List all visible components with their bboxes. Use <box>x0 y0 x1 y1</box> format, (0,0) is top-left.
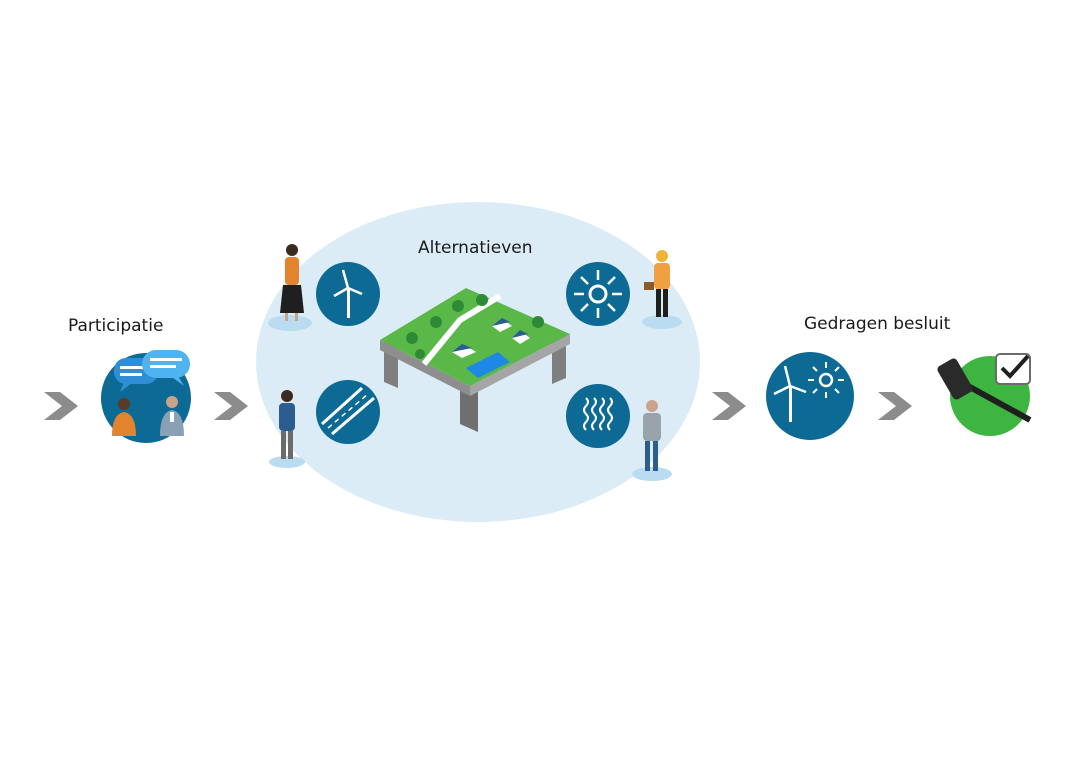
person-figure <box>269 390 305 468</box>
person-figure <box>268 244 312 331</box>
chevron-icon <box>44 392 78 420</box>
label-alternatieven: Alternatieven <box>418 238 533 258</box>
gavel-check-icon <box>937 353 1032 436</box>
wind-turbine-icon <box>316 262 380 326</box>
chevron-icon <box>878 392 912 420</box>
chevron-icon <box>214 392 248 420</box>
water-waves-icon <box>566 384 630 448</box>
person-figure <box>632 400 672 481</box>
label-gedragen-besluit: Gedragen besluit <box>804 314 951 334</box>
person-figure <box>642 250 682 329</box>
label-participatie: Participatie <box>68 316 164 336</box>
landscape-map-icon <box>380 288 570 432</box>
speech-bubbles-people-icon <box>101 350 191 443</box>
wind-sun-icon <box>766 352 854 440</box>
road-icon <box>316 380 380 444</box>
chevron-icon <box>712 392 746 420</box>
sun-icon <box>566 262 630 326</box>
